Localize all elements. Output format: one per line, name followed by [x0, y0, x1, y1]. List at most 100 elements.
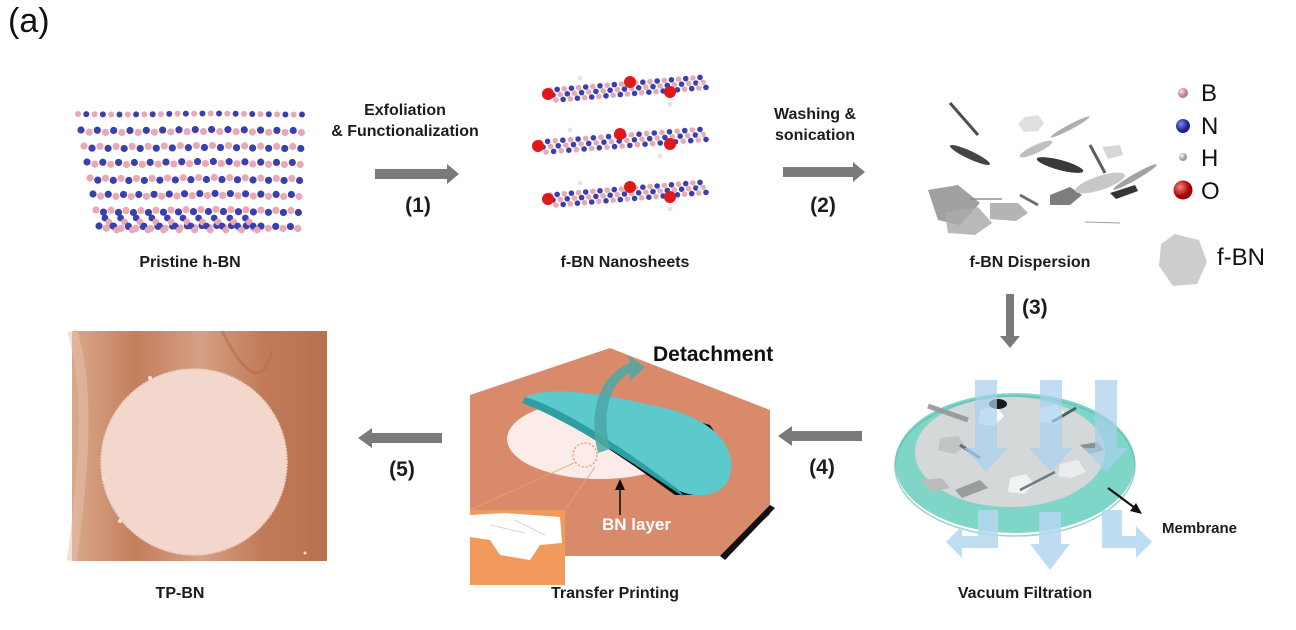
down-arrow-icon: [1000, 294, 1020, 348]
step-2-number: (2): [810, 194, 836, 217]
atom: [240, 142, 249, 150]
atom: [647, 78, 653, 85]
atom: [201, 159, 210, 168]
atom: [636, 131, 642, 137]
atom: [170, 160, 178, 168]
atom: [697, 126, 703, 133]
atom: [176, 142, 184, 150]
atom: [249, 160, 257, 168]
atom: [274, 111, 281, 118]
nanosheet-stack-graphic: [532, 74, 709, 212]
atom: [564, 91, 571, 97]
atom: [265, 144, 273, 152]
atom: [578, 194, 585, 201]
hydrogen-atom-icon: [1179, 153, 1187, 161]
atom: [560, 96, 566, 103]
atom: [590, 188, 596, 195]
atom: [175, 226, 183, 234]
atom: [571, 195, 578, 201]
atom: [596, 145, 603, 151]
atom: [578, 89, 585, 96]
atom: [657, 83, 663, 89]
atom: [601, 139, 607, 145]
detachment-arrow-icon: [594, 355, 645, 453]
transfer-printing-caption: Transfer Printing: [550, 585, 680, 602]
atom: [653, 193, 659, 200]
step-2-description: Washing & sonication: [760, 104, 870, 146]
atom: [120, 144, 128, 153]
atom: [288, 174, 296, 183]
atom: [280, 160, 289, 169]
atom: [92, 206, 100, 214]
atom: [234, 208, 243, 216]
atom: [614, 86, 621, 93]
atom: [102, 224, 110, 232]
atom: [192, 141, 201, 150]
atom: [171, 176, 179, 184]
bn-film-disk: [101, 369, 287, 555]
atom: [222, 226, 230, 234]
atom: [83, 111, 90, 118]
atom: [299, 111, 305, 118]
atom: [182, 110, 189, 117]
atom: [241, 174, 249, 182]
atom: [696, 85, 702, 91]
atom: [604, 187, 610, 193]
atom: [631, 137, 638, 143]
deposited-flakes: [915, 397, 1105, 507]
atom: [643, 84, 649, 90]
atom: [289, 142, 297, 151]
atom: [596, 93, 602, 100]
atom: [692, 132, 699, 138]
atom: [294, 208, 302, 217]
atom: [249, 176, 257, 184]
atom: [191, 110, 198, 117]
atom: [209, 157, 217, 166]
atom: [703, 136, 709, 143]
atom: [621, 191, 628, 197]
atom: [124, 111, 131, 118]
atom: [573, 146, 580, 153]
atom: [646, 135, 653, 142]
atom: [653, 88, 659, 95]
atom: [257, 174, 265, 182]
atom: [97, 192, 105, 200]
atom: [677, 133, 683, 139]
atom: [186, 160, 194, 168]
atom: [689, 127, 696, 133]
atom: [618, 81, 625, 87]
atom: [639, 136, 645, 142]
atom: [618, 186, 625, 192]
atom: [249, 111, 256, 118]
atom: [108, 111, 115, 118]
peeling-stamp: [525, 391, 732, 496]
atom: [560, 201, 566, 208]
atom: [272, 174, 280, 182]
atom: [650, 83, 656, 90]
atom: [582, 135, 589, 142]
atom: [187, 176, 195, 184]
atom: [575, 189, 582, 196]
atom: [621, 86, 628, 92]
tp-bn-photo-graphic: [67, 329, 327, 562]
atom: [642, 141, 648, 147]
atom: [598, 134, 604, 140]
step-5-number: (5): [389, 458, 415, 481]
atom: [578, 141, 584, 147]
atom: [217, 159, 225, 168]
atom: [159, 126, 167, 134]
atom: [130, 158, 138, 167]
atom: [80, 142, 88, 150]
atom: [280, 192, 288, 201]
bn-layer-label: BN layer: [602, 515, 671, 534]
atom: [85, 128, 93, 136]
atom: [654, 78, 660, 84]
atom: [582, 84, 589, 90]
step-1-number: (1): [405, 194, 431, 217]
atom: [582, 189, 589, 195]
atom: [671, 187, 678, 193]
legend-label-o: O: [1201, 178, 1220, 205]
atom: [152, 144, 160, 152]
legend-label-h: H: [1201, 145, 1219, 172]
atom: [257, 190, 265, 198]
